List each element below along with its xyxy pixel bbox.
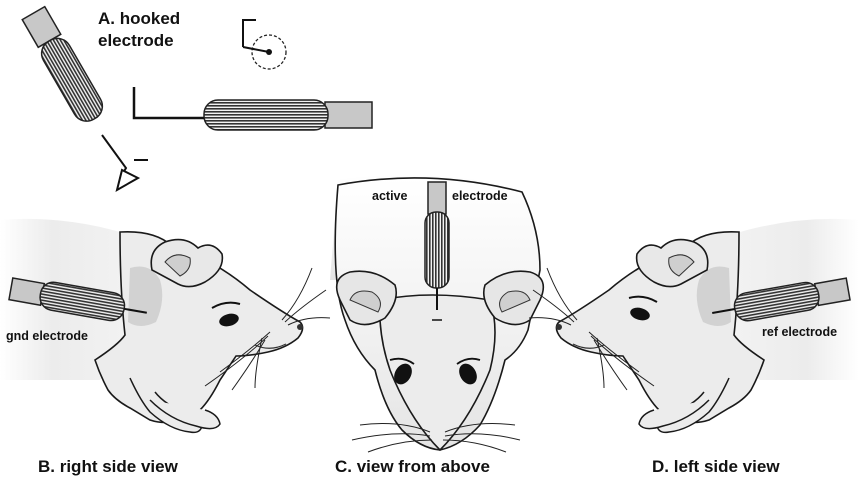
- electrode-label: electrode: [452, 190, 508, 203]
- hook-detail-icon: [243, 20, 286, 69]
- active-label: active: [372, 190, 407, 203]
- panel-a-title-line2: electrode: [98, 32, 174, 49]
- hook-wire-horizontal: [134, 87, 204, 118]
- ref-electrode-label: ref electrode: [762, 326, 837, 339]
- panel-b-right-side-view: [0, 219, 330, 433]
- gnd-electrode-label: gnd electrode: [6, 330, 88, 343]
- panel-a-hooked-electrode: [21, 6, 372, 190]
- panel-c-caption: C. view from above: [335, 458, 490, 475]
- horizontal-electrode: [134, 87, 372, 130]
- panel-d-caption: D. left side view: [652, 458, 780, 475]
- panel-a-title-line1: A. hooked: [98, 10, 180, 27]
- panel-c-view-from-above: [330, 174, 543, 452]
- diagonal-electrode: [21, 6, 108, 127]
- panel-b-caption: B. right side view: [38, 458, 178, 475]
- hook-tip: [117, 170, 138, 190]
